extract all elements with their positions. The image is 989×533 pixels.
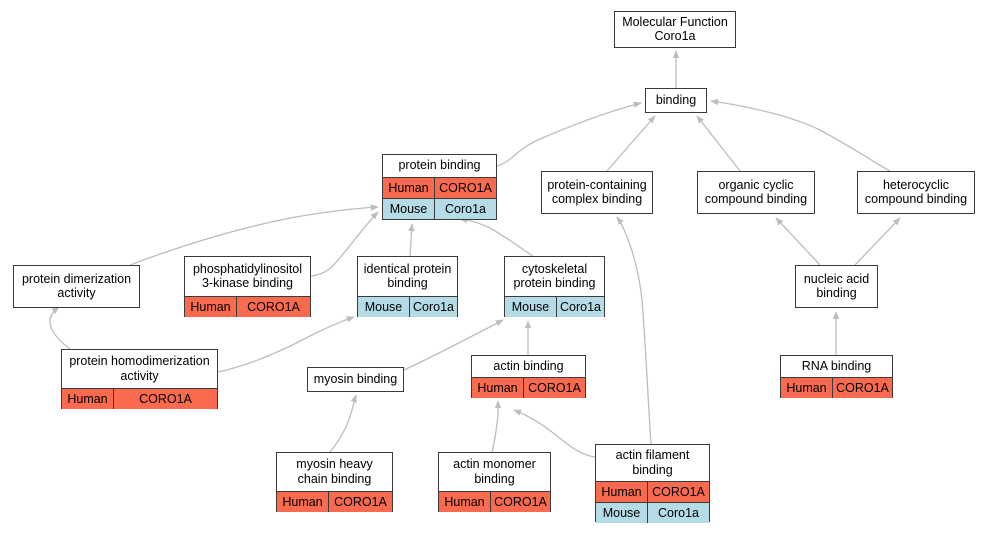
species-label: Human: [185, 297, 237, 317]
gene-symbol: CORO1A: [833, 378, 892, 398]
go-term-label: identical protein binding: [358, 257, 457, 296]
graph-edge: [491, 400, 502, 453]
go-term-node-myosin-binding[interactable]: myosin binding: [307, 367, 404, 392]
gene-symbol: CORO1A: [237, 297, 310, 317]
species-label: Mouse: [596, 503, 648, 523]
species-label: Human: [472, 378, 524, 398]
go-term-node-protein-containing-complex-binding[interactable]: protein-containing complex binding: [541, 171, 653, 214]
species-label: Mouse: [505, 297, 557, 317]
go-term-label: protein homodimerization activity: [62, 350, 217, 388]
go-term-label: nucleic acid binding: [796, 266, 877, 307]
graph-edge: [513, 409, 596, 458]
graph-edge: [217, 316, 355, 373]
gene-symbol: Coro1a: [435, 199, 496, 219]
go-term-node-heterocyclic-compound-binding[interactable]: heterocyclic compound binding: [857, 171, 975, 214]
go-term-label: protein dimerization activity: [14, 266, 139, 307]
go-term-label: cytoskeletal protein binding: [505, 257, 604, 296]
graph-edge: [496, 101, 642, 167]
species-label: Human: [781, 378, 833, 398]
go-term-label: myosin binding: [308, 368, 403, 391]
go-term-node-root[interactable]: Molecular Function Coro1a: [614, 11, 736, 48]
go-term-node-binding[interactable]: binding: [645, 88, 707, 113]
species-label: Human: [62, 389, 114, 409]
gene-symbol: Coro1a: [557, 297, 604, 317]
go-term-node-protein-dimerization-activity[interactable]: protein dimerization activity: [13, 265, 140, 308]
species-label: Human: [596, 482, 648, 502]
graph-edge: [408, 223, 415, 257]
gene-symbol: Coro1a: [648, 503, 709, 523]
species-label: Human: [277, 492, 329, 512]
go-term-node-organic-cyclic-compound-binding[interactable]: organic cyclic compound binding: [697, 171, 815, 214]
graph-edge: [329, 394, 357, 453]
go-term-label: binding: [646, 89, 706, 112]
graph-edge: [710, 98, 891, 172]
species-label: Mouse: [383, 199, 435, 219]
species-label: Human: [383, 178, 435, 198]
graph-edge: [775, 217, 821, 266]
graph-edge: [459, 216, 534, 257]
graph-edge: [696, 115, 741, 172]
go-term-label: Molecular Function Coro1a: [615, 12, 735, 47]
gene-symbol: CORO1A: [491, 492, 550, 512]
go-term-label: actin filament binding: [596, 445, 709, 481]
go-term-label: RNA binding: [781, 356, 892, 377]
graph-edge: [606, 115, 656, 172]
gene-symbol: CORO1A: [648, 482, 709, 502]
gene-symbol: CORO1A: [114, 389, 217, 409]
gene-symbol: CORO1A: [329, 492, 392, 512]
go-term-label: actin binding: [472, 356, 585, 377]
graph-edge: [854, 217, 901, 266]
gene-symbol: Coro1a: [410, 297, 457, 317]
go-term-label: phosphatidylinositol 3-kinase binding: [185, 257, 310, 296]
gene-symbol: CORO1A: [435, 178, 496, 198]
go-term-node-nucleic-acid-binding[interactable]: nucleic acid binding: [795, 265, 878, 308]
go-term-label: actin monomer binding: [439, 453, 550, 491]
go-term-label: protein-containing complex binding: [542, 172, 652, 213]
go-term-label: heterocyclic compound binding: [858, 172, 974, 213]
gene-symbol: CORO1A: [524, 378, 585, 398]
graph-edge: [49, 306, 71, 350]
go-term-label: organic cyclic compound binding: [698, 172, 814, 213]
go-term-label: protein binding: [383, 155, 496, 177]
graph-edge: [616, 216, 652, 445]
species-label: Mouse: [358, 297, 410, 317]
go-term-label: myosin heavy chain binding: [277, 453, 392, 491]
species-label: Human: [439, 492, 491, 512]
